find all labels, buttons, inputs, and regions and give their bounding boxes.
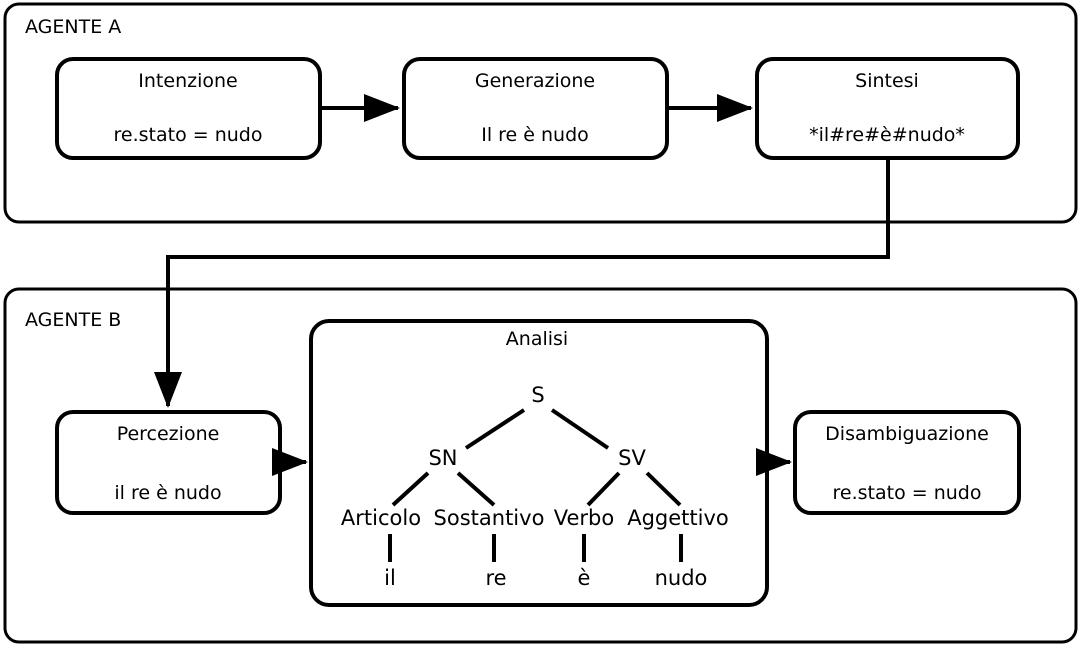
- node-intenzione-box[interactable]: [55, 57, 322, 160]
- tree-node-sostantivo: Sostantivo: [434, 506, 545, 530]
- tree-node-sn: SN: [428, 446, 457, 470]
- node-disambiguazione-value: re.stato = nudo: [833, 482, 982, 504]
- group-analisi-box[interactable]: [309, 319, 769, 607]
- node-intenzione-value: re.stato = nudo: [114, 124, 263, 146]
- node-sintesi-value: *il#re#è#nudo*: [809, 124, 965, 146]
- tree-leaf-re: re: [485, 566, 506, 590]
- tree-leaf-nudo: nudo: [655, 566, 708, 590]
- group-analisi-title: Analisi: [506, 328, 568, 350]
- node-generazione-value: Il re è nudo: [481, 124, 589, 146]
- node-intenzione-title: Intenzione: [138, 70, 237, 92]
- tree-edge-s-sn: [464, 408, 526, 450]
- node-sintesi[interactable]: Sintesi *il#re#è#nudo*: [755, 57, 1020, 160]
- node-intenzione[interactable]: Intenzione re.stato = nudo: [55, 57, 322, 160]
- tree-node-s: S: [531, 383, 544, 407]
- node-generazione[interactable]: Generazione Il re è nudo: [402, 57, 669, 160]
- tree-leaf-e-accento: è: [578, 566, 591, 590]
- arrow-sintesi-to-percezione: [154, 158, 890, 408]
- agent-b-label: AGENTE B: [25, 309, 121, 331]
- node-generazione-title: Generazione: [475, 70, 595, 92]
- tree-node-verbo: Verbo: [554, 506, 614, 530]
- tree-edge-sv-verbo: [586, 471, 621, 507]
- tree-node-sv: SV: [618, 446, 646, 470]
- tree-node-aggettivo: Aggettivo: [627, 506, 729, 530]
- node-percezione-title: Percezione: [117, 423, 220, 445]
- tree-node-articolo: Articolo: [341, 506, 421, 530]
- agent-b-frame: [3, 287, 1078, 644]
- node-percezione-value: il re è nudo: [114, 482, 221, 504]
- node-disambiguazione[interactable]: Disambiguazione re.stato = nudo: [793, 410, 1021, 515]
- tree-edge-s-sv: [550, 408, 610, 450]
- agent-b-group: AGENTE B Percezione il re è nudo Analisi…: [3, 287, 1078, 644]
- agent-a-label: AGENTE A: [25, 16, 121, 38]
- tree-edge-sn-articolo: [391, 471, 430, 507]
- tree-leaf-il: il: [384, 566, 396, 590]
- tree-edge-sv-aggettivo: [645, 471, 682, 507]
- parse-tree: S SN SV Articolo Sostantivo Verbo Aggett…: [341, 383, 729, 590]
- node-disambiguazione-box[interactable]: [793, 410, 1021, 515]
- agent-a-group: AGENTE A Intenzione re.stato = nudo Gene…: [3, 2, 1078, 224]
- node-percezione[interactable]: Percezione il re è nudo: [55, 410, 282, 515]
- node-disambiguazione-title: Disambiguazione: [825, 423, 989, 445]
- node-sintesi-title: Sintesi: [855, 70, 919, 92]
- agent-a-frame: [3, 2, 1078, 224]
- node-generazione-box[interactable]: [402, 57, 669, 160]
- tree-edge-sn-sostantivo: [456, 471, 496, 507]
- group-analisi[interactable]: Analisi S SN SV Articolo Sostanti: [309, 319, 769, 607]
